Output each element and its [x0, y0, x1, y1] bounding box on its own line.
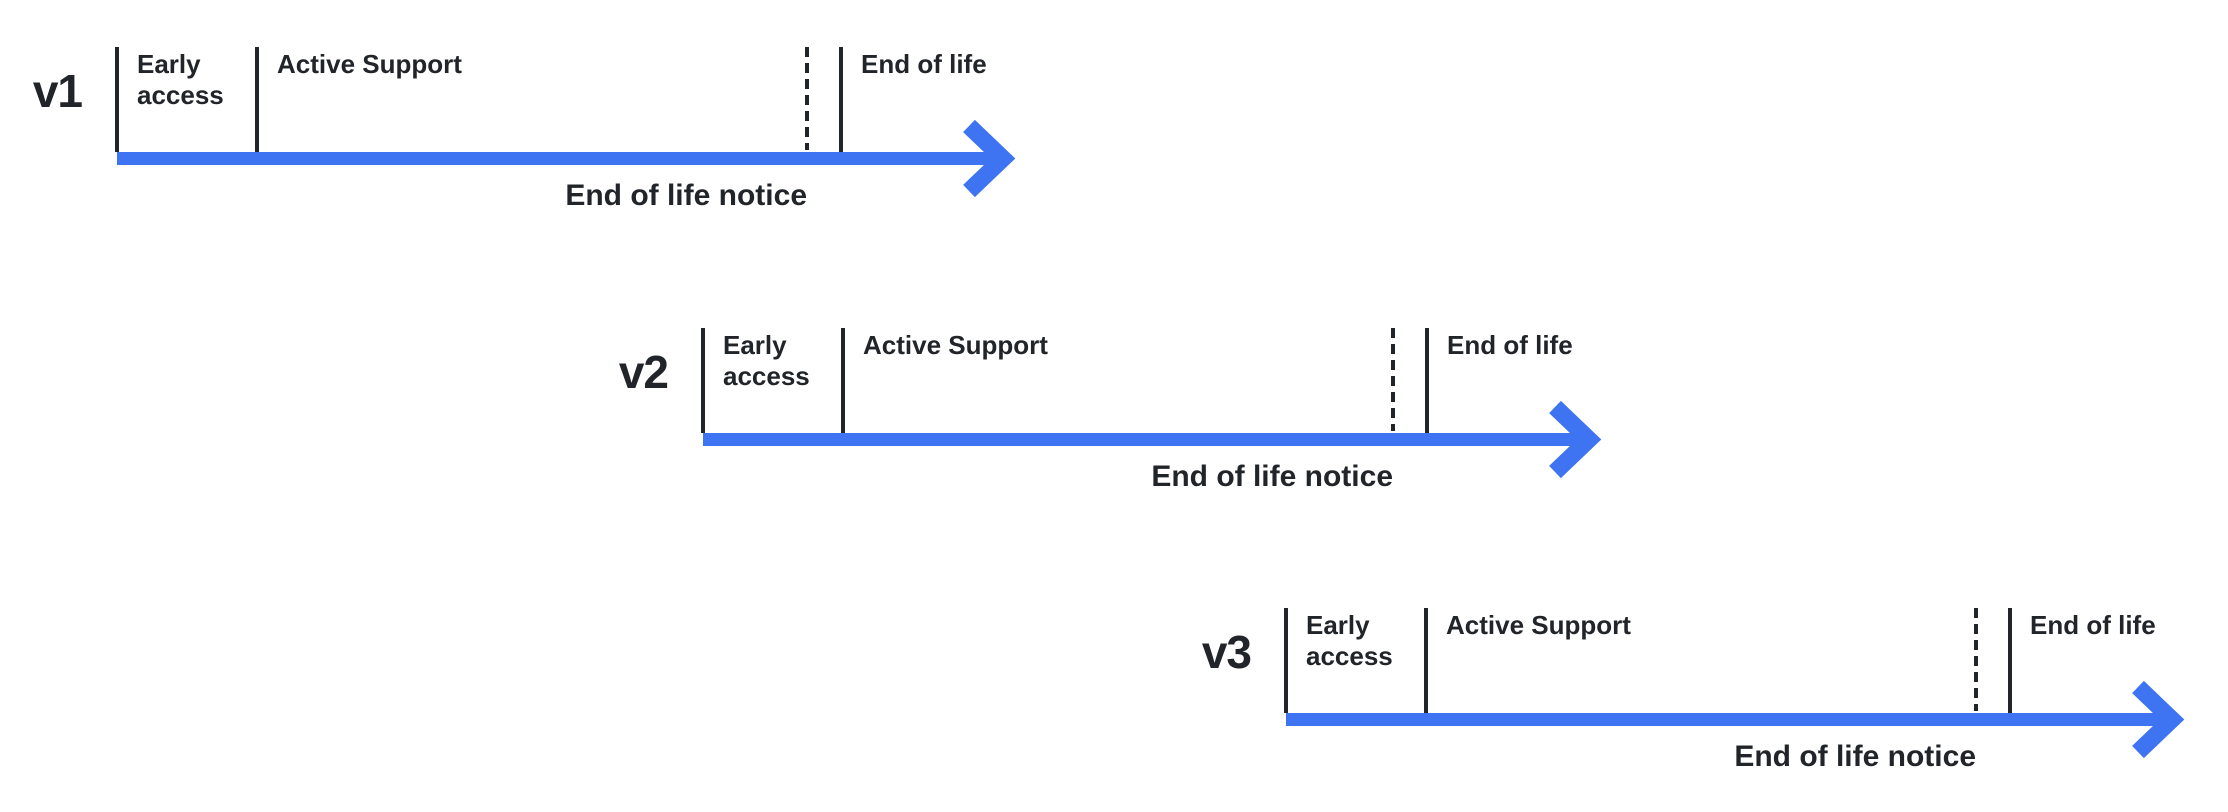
early-access-tick	[1284, 608, 1288, 713]
timeline-v2: v2 Early access Active Support End of li…	[583, 323, 1743, 508]
eol-notice-dashed-line	[1391, 328, 1395, 431]
version-label: v2	[618, 346, 669, 398]
eol-notice-dashed-line	[805, 47, 809, 150]
timeline-arrow	[703, 400, 1602, 479]
early-access-tick	[701, 328, 705, 433]
version-label: v1	[32, 65, 83, 117]
end-of-life-tick	[2008, 608, 2012, 713]
active-support-tick	[1424, 608, 1428, 713]
active-support-label: Active Support	[277, 49, 462, 79]
early-access-label: Early access	[137, 49, 224, 111]
end-of-life-label: End of life	[1447, 330, 1573, 360]
timeline-arrow	[117, 119, 1016, 198]
end-of-life-notice-label: End of life notice	[1734, 740, 1976, 773]
timeline-v3: v3 Early access Active Support End of li…	[1166, 603, 2228, 788]
active-support-tick	[841, 328, 845, 433]
early-access-tick	[115, 47, 119, 152]
eol-notice-dashed-line	[1974, 608, 1978, 711]
arrow-head-icon	[1549, 400, 1602, 479]
end-of-life-tick	[839, 47, 843, 152]
timeline-v1: v1 Early access Active Support End of li…	[0, 42, 1157, 227]
arrow-shaft	[117, 152, 993, 165]
arrow-head-icon	[2132, 680, 2185, 759]
arrow-shaft	[703, 433, 1579, 446]
active-support-tick	[255, 47, 259, 152]
early-access-label: Early access	[723, 330, 810, 392]
end-of-life-tick	[1425, 328, 1429, 433]
arrow-shaft	[1286, 713, 2162, 726]
end-of-life-notice-label: End of life notice	[565, 179, 807, 212]
timeline-arrow	[1286, 680, 2185, 759]
version-label: v3	[1201, 626, 1252, 678]
end-of-life-notice-label: End of life notice	[1151, 460, 1393, 493]
end-of-life-label: End of life	[861, 49, 987, 79]
early-access-label: Early access	[1306, 610, 1393, 672]
end-of-life-label: End of life	[2030, 610, 2156, 640]
active-support-label: Active Support	[863, 330, 1048, 360]
arrow-head-icon	[963, 119, 1016, 198]
active-support-label: Active Support	[1446, 610, 1631, 640]
